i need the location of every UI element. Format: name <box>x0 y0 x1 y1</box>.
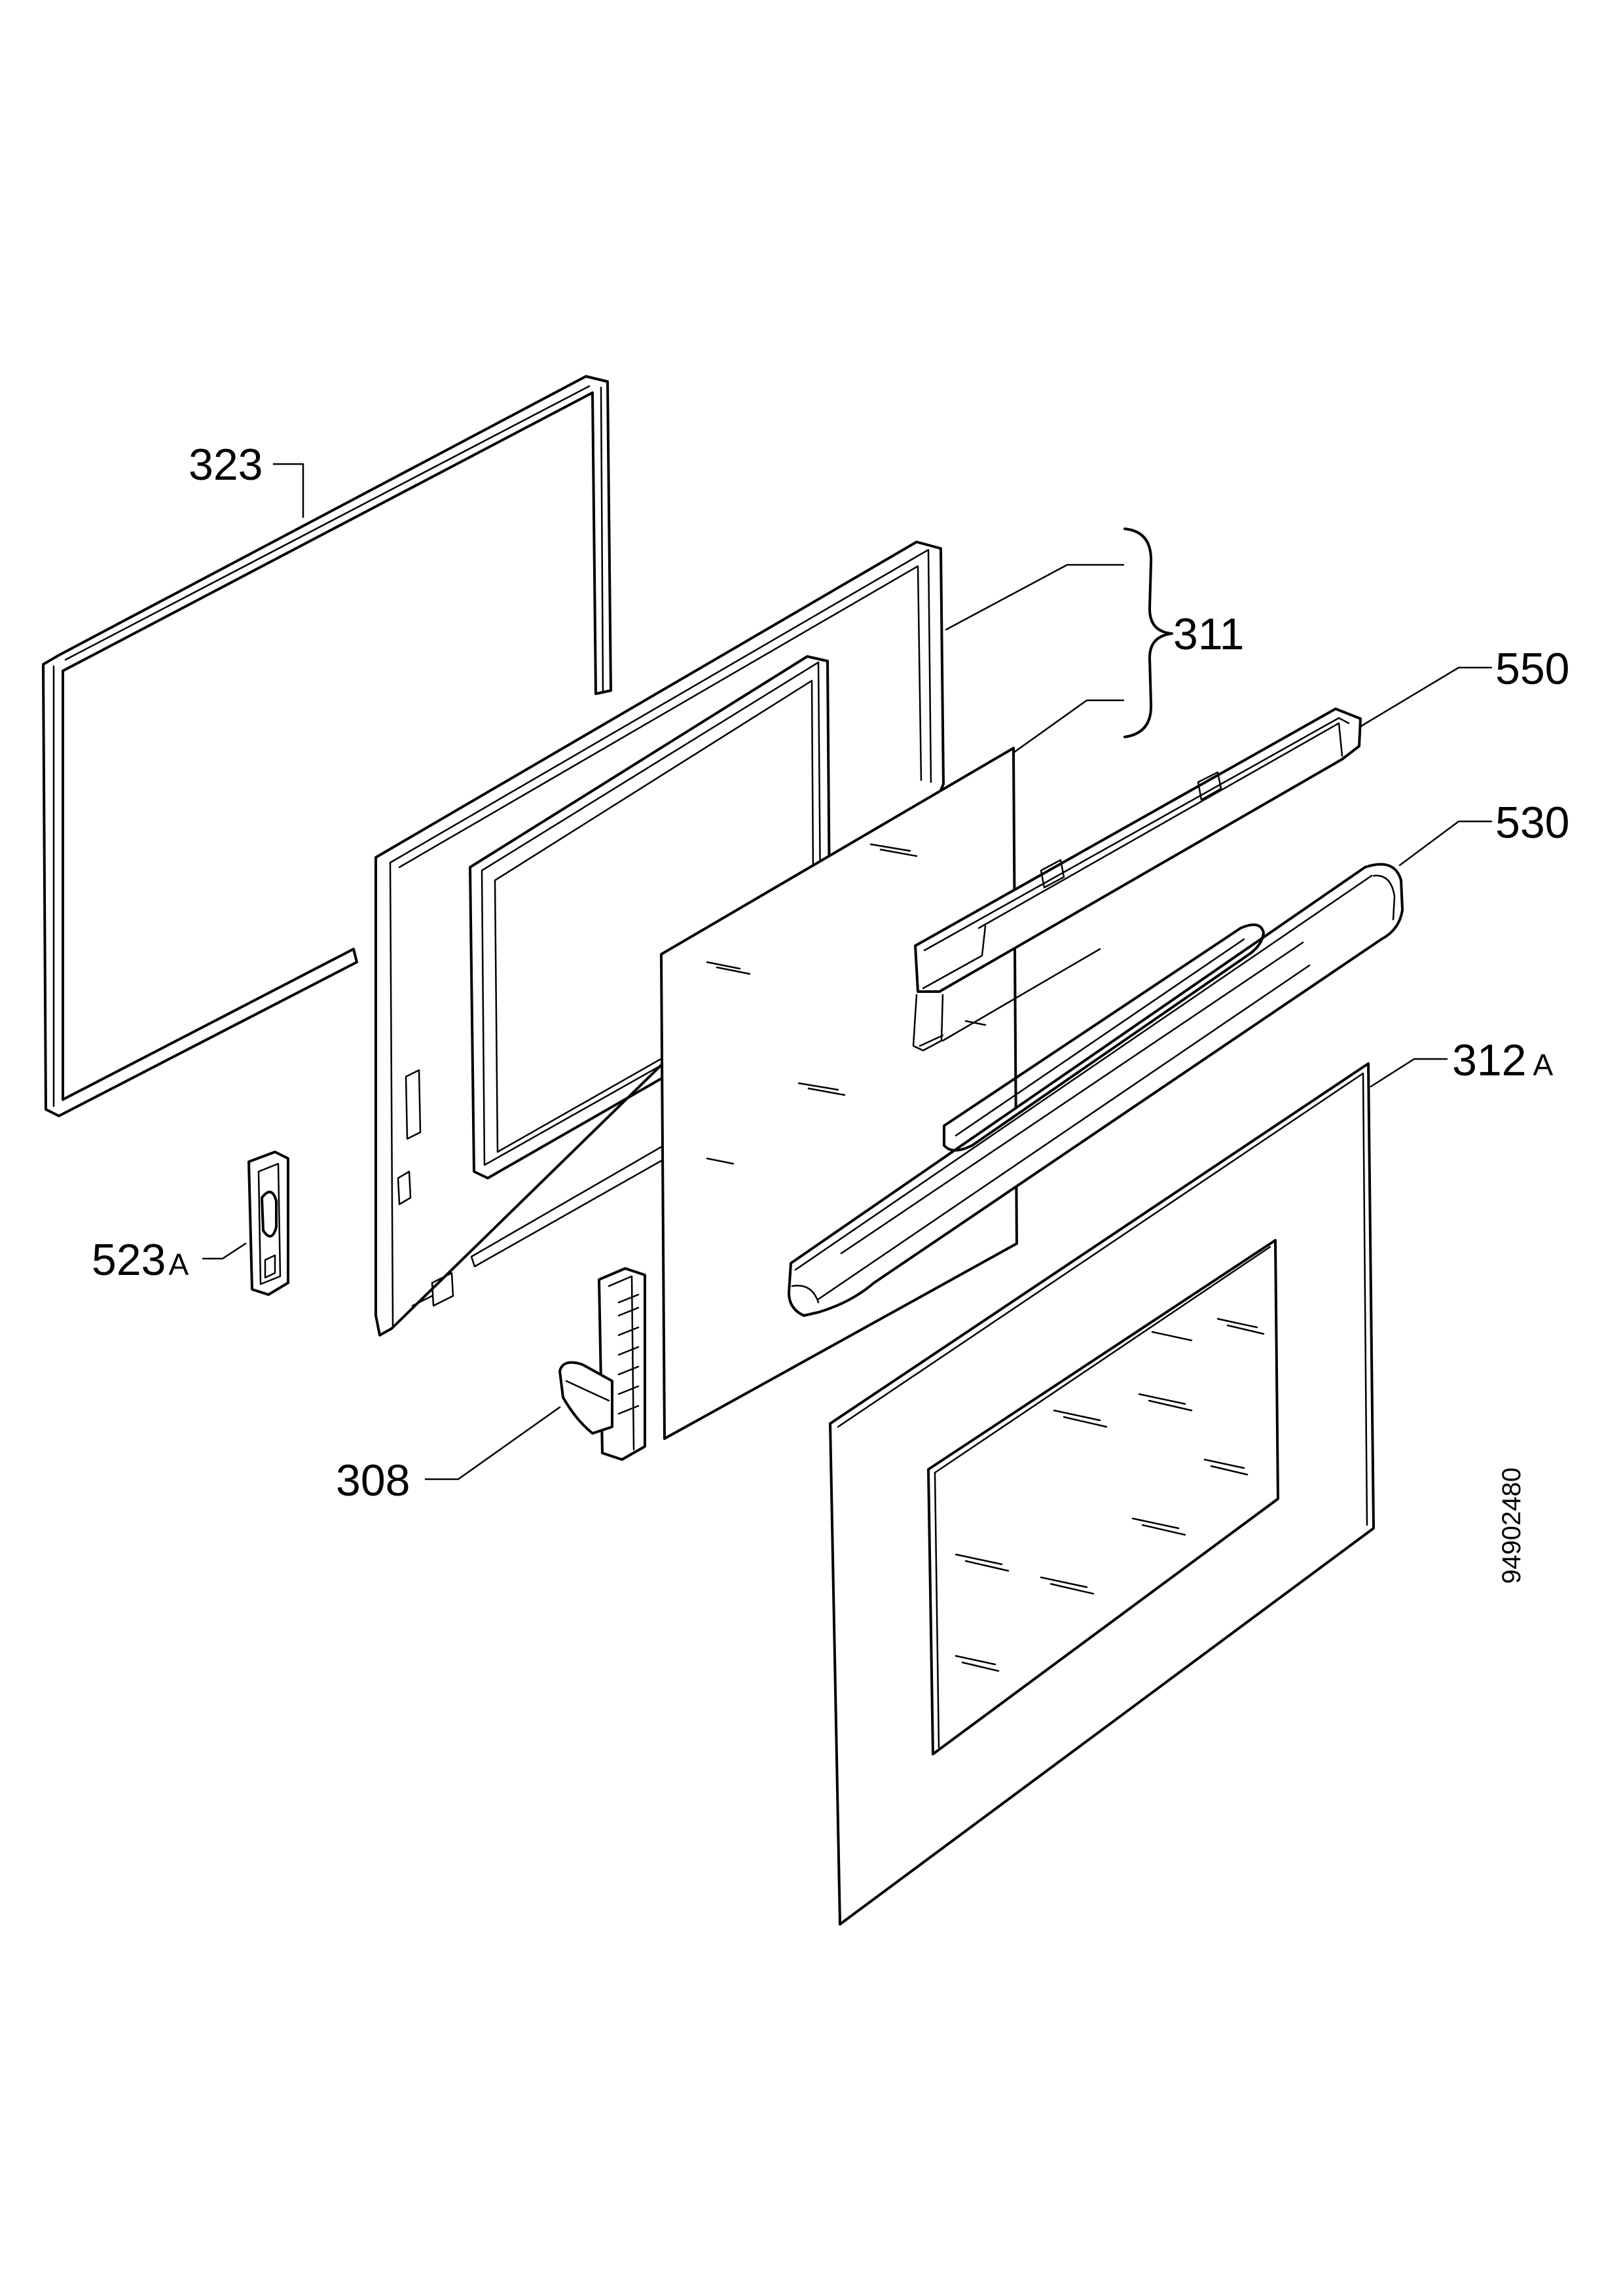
label-530: 530 <box>1495 798 1569 848</box>
part-308-hinge <box>558 1267 646 1461</box>
label-523a: 523A <box>92 1235 189 1285</box>
part-312a-outer-glass <box>829 1062 1375 1926</box>
leader-311: 311 <box>945 528 1244 754</box>
part-311-glass-pane <box>660 747 1018 1440</box>
leader-308: 308 <box>336 1406 561 1505</box>
leader-523a: 523A <box>92 1235 247 1285</box>
label-308: 308 <box>336 1456 410 1505</box>
leader-530: 530 <box>1398 798 1569 867</box>
label-550: 550 <box>1495 644 1569 694</box>
drawing-number: 94902480 <box>1497 1467 1526 1584</box>
part-323-gasket <box>42 375 612 1117</box>
part-550-vent-profile <box>912 708 1362 1052</box>
label-311: 311 <box>1173 609 1244 659</box>
leader-550: 550 <box>1359 644 1569 728</box>
part-523a-cover <box>247 1151 289 1296</box>
leader-323: 323 <box>189 440 304 518</box>
part-530-handle <box>788 863 1404 1317</box>
label-323: 323 <box>189 440 263 490</box>
